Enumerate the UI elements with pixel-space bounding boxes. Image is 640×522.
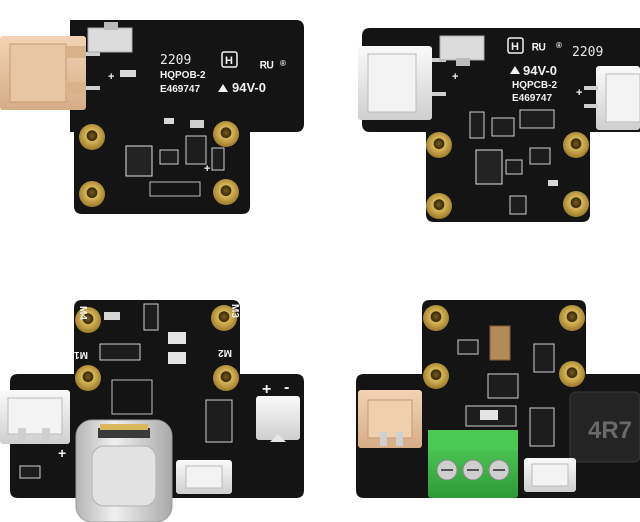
svg-text:®: ®	[280, 59, 286, 68]
mounting-hole	[426, 132, 452, 158]
svg-text:+: +	[452, 71, 458, 83]
svg-text:H: H	[511, 41, 519, 53]
svg-text:+: +	[108, 71, 114, 83]
model-label: HQPCB-2	[512, 80, 557, 91]
mounting-hole	[559, 361, 585, 387]
beige-jst-connector	[358, 390, 422, 448]
triangle-icon	[510, 66, 520, 74]
label-plus: +	[262, 381, 271, 398]
ul-file-label: E469747	[512, 93, 552, 104]
label-m1: M1	[74, 349, 88, 360]
slide-switch	[87, 27, 133, 53]
svg-text:+: +	[58, 445, 66, 461]
svg-text:H: H	[225, 55, 233, 67]
mounting-hole	[211, 305, 237, 331]
mounting-hole	[213, 179, 239, 205]
label-minus: -	[284, 379, 289, 396]
svg-text:®: ®	[556, 41, 562, 50]
white-jst-connector-left	[358, 46, 446, 120]
board-bottom-right: 4R7	[356, 300, 640, 498]
mounting-hole	[426, 193, 452, 219]
mounting-hole	[75, 307, 101, 333]
mounting-hole	[423, 305, 449, 331]
white-jst-connector-right	[256, 396, 300, 442]
ul-file-label: E469747	[160, 84, 200, 95]
triangle-icon	[218, 84, 228, 92]
ul-mark: ᴿᵁ	[532, 41, 546, 58]
mounting-hole	[213, 365, 239, 391]
mounting-hole	[75, 365, 101, 391]
slide-switch	[439, 35, 485, 61]
label-m3: M3	[229, 304, 240, 318]
label-m2: M2	[218, 347, 232, 358]
date-code: 2209	[160, 53, 191, 68]
flame-rating: 94V-0	[232, 80, 266, 95]
white-jst-connector-left	[0, 390, 70, 444]
label-m4: M4	[77, 306, 88, 320]
ul-mark: ᴿᵁ	[260, 59, 274, 76]
inductor: 4R7	[569, 391, 640, 463]
mounting-hole	[423, 363, 449, 389]
white-jst-connector-right	[584, 66, 640, 130]
board-top-right: H ᴿᵁ ® 2209 94V-0 HQPCB-2 E469747 + +	[358, 28, 640, 222]
model-label: HQPOB-2	[160, 70, 206, 81]
board-top-left: + + 2209 HQPOB-2 E469747 H ᴿᵁ ® 94V-0	[0, 20, 304, 214]
green-screw-terminal	[428, 430, 518, 498]
mounting-hole	[563, 191, 589, 217]
beige-jst-connector	[0, 36, 100, 110]
mounting-hole	[213, 121, 239, 147]
svg-text:+: +	[576, 87, 582, 99]
h-logo-icon	[507, 37, 524, 54]
mounting-hole	[563, 132, 589, 158]
mounting-hole	[559, 305, 585, 331]
svg-text:+: +	[204, 163, 210, 175]
usb-c-connector	[75, 419, 173, 522]
inductor-code: 4R7	[588, 417, 632, 444]
h-logo-icon	[221, 51, 238, 68]
board-bottom-left: M1 M2 M3 M4 + + -	[0, 300, 304, 522]
mounting-hole	[79, 181, 105, 207]
mounting-hole	[79, 124, 105, 150]
flame-rating: 94V-0	[523, 63, 557, 78]
date-code: 2209	[572, 45, 603, 60]
